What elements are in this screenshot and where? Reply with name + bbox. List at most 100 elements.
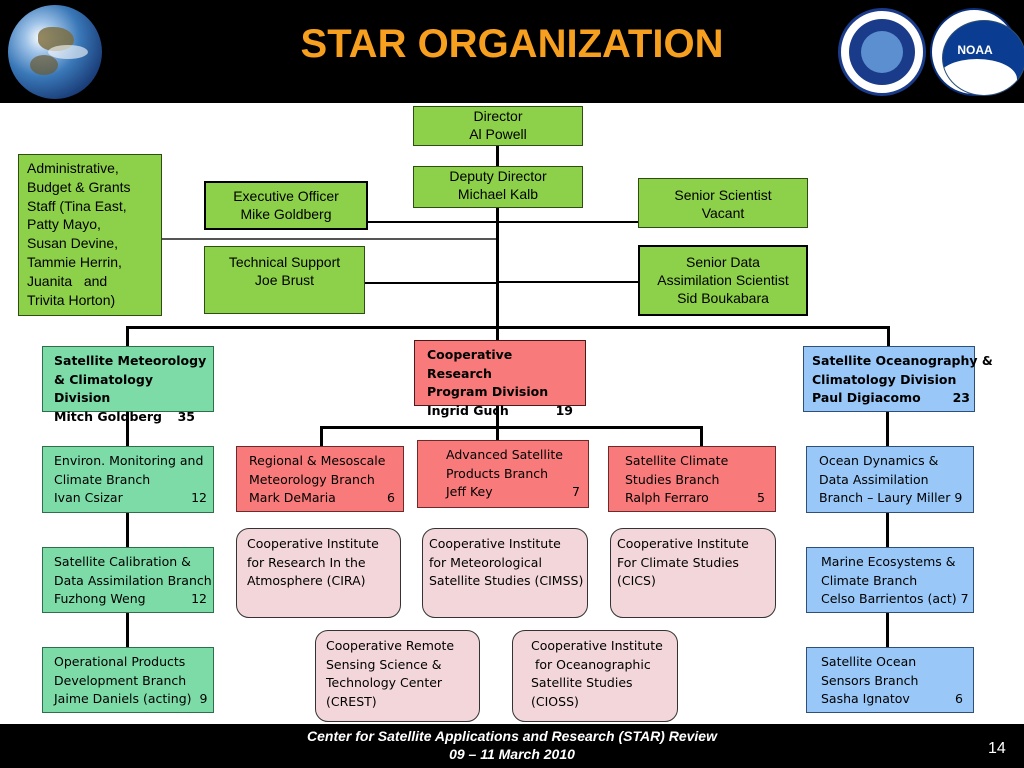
- sosb-branch-box: Satellite Ocean Sensors Branch Sasha Ign…: [806, 647, 974, 713]
- scdab-line2: Data Assimilation Branch: [54, 572, 212, 588]
- socd-count: 23: [952, 390, 970, 405]
- cics-line1: Cooperative Institute: [617, 536, 749, 551]
- earth-cloud: [48, 45, 88, 59]
- executive-officer-box: Executive Officer Mike Goldberg: [204, 181, 368, 230]
- rmmb-line1: Regional & Mesoscale: [249, 453, 386, 468]
- cics-institute-box: Cooperative Institute For Climate Studie…: [610, 528, 776, 618]
- connector-socd-drop: [887, 326, 890, 348]
- crpd-count: 19: [555, 402, 573, 418]
- sosb-line2: Sensors Branch: [821, 672, 919, 688]
- smcd-count: 35: [177, 408, 195, 424]
- aspb-count: 7: [572, 484, 580, 499]
- mecb-branch-box: Marine Ecosystems & Climate Branch Celso…: [806, 547, 974, 613]
- socd-line2: Climatology Division: [812, 371, 957, 387]
- connector-scsb-drop: [700, 426, 703, 448]
- socd-lead: Paul Digiacomo: [812, 390, 921, 405]
- scsb-line1: Satellite Climate: [625, 453, 729, 468]
- scsb-lead: Ralph Ferraro: [625, 490, 709, 505]
- cics-line2: For Climate Studies: [617, 554, 739, 570]
- rmmb-branch-box: Regional & Mesoscale Meteorology Branch …: [236, 446, 404, 512]
- scdab-count: 12: [191, 591, 207, 606]
- crest-line3: Technology Center: [326, 675, 443, 690]
- noaa-logo: NOAA: [930, 8, 1024, 96]
- cira-line1: Cooperative Institute: [247, 536, 379, 551]
- exec-title: Executive Officer: [233, 188, 339, 204]
- crest-line4: (CREST): [326, 693, 377, 709]
- scsb-branch-box: Satellite Climate Studies Branch Ralph F…: [608, 446, 776, 512]
- tech-title: Technical Support: [228, 254, 341, 270]
- socd-division-box: Satellite Oceanography & Climatology Div…: [803, 346, 993, 412]
- odb-branch-box: Ocean Dynamics & Data Assimilation Branc…: [806, 446, 974, 513]
- mecb-line2: Climate Branch: [821, 572, 918, 588]
- cimss-institute-box: Cooperative Institute for Meteorological…: [422, 528, 588, 618]
- cira-line3: Atmosphere (CIRA): [247, 573, 366, 588]
- scsb-line2: Studies Branch: [625, 471, 720, 487]
- rmmb-line2: Meteorology Branch: [249, 471, 375, 487]
- crpd-lead: Ingrid Guch: [427, 402, 509, 418]
- crpd-line1: Cooperative Research: [427, 347, 513, 381]
- crest-line2: Sensing Science &: [326, 656, 442, 672]
- connector-aspb-drop: [496, 426, 499, 442]
- cimss-line2: for Meteorological: [429, 554, 542, 570]
- sosb-line1: Satellite Ocean: [821, 654, 917, 669]
- sosb-count: 6: [955, 691, 963, 706]
- cics-line3: (CICS): [617, 573, 656, 588]
- odb-line3: Branch – Laury Miller 9: [819, 490, 963, 505]
- scdab-lead: Fuzhong Weng: [54, 591, 146, 606]
- admin-line: Staff (Tina East,: [27, 197, 127, 214]
- socd-lead-row: Paul Digiacomo 23: [812, 389, 974, 408]
- admin-staff-box: Administrative, Budget & Grants Staff (T…: [18, 154, 162, 316]
- connector-socd-branches-2: [886, 513, 889, 547]
- admin-line: Trivita Horton): [27, 291, 116, 308]
- deputy-name: Michael Kalb: [457, 186, 539, 202]
- header-bar: STAR ORGANIZATION NOAA: [0, 0, 1024, 103]
- cioss-line4: (CIOSS): [531, 693, 579, 709]
- tech-name: Joe Brust: [254, 272, 315, 288]
- admin-line: Susan Devine,: [27, 235, 119, 252]
- senior-data-assimilation-box: Senior Data Assimilation Scientist Sid B…: [638, 245, 808, 316]
- senior-sci-name: Vacant: [701, 205, 745, 221]
- senior-data-line1: Senior Data: [686, 254, 760, 270]
- admin-line: Juanita and: [27, 272, 108, 289]
- scdab-line1: Satellite Calibration &: [54, 554, 191, 569]
- senior-data-line2: Assimilation Scientist: [657, 272, 789, 288]
- crpd-lead-row: Ingrid Guch 19: [427, 402, 577, 421]
- emb-line2: Climate Branch: [54, 471, 151, 487]
- crpd-line2: Program Division: [427, 384, 549, 399]
- connector-senior-data: [498, 281, 638, 283]
- noaa-logo-text: NOAA: [957, 43, 993, 57]
- connector-main-vertical: [496, 146, 499, 428]
- cioss-line2: for Oceanographic: [531, 656, 651, 672]
- scdab-branch-box: Satellite Calibration & Data Assimilatio…: [42, 547, 214, 613]
- rmmb-lead: Mark DeMaria: [249, 490, 336, 505]
- connector-smcd-drop: [126, 326, 129, 348]
- cioss-line3: Satellite Studies: [531, 675, 633, 690]
- senior-sci-title: Senior Scientist: [674, 187, 772, 203]
- crest-line1: Cooperative Remote: [326, 638, 455, 653]
- smcd-line2: & Climatology Division: [54, 371, 153, 406]
- aspb-branch-box: Advanced Satellite Products Branch Jeff …: [417, 440, 589, 508]
- connector-division-bar: [126, 326, 890, 329]
- scdab-lead-row: Fuzhong Weng 12: [54, 590, 211, 609]
- smcd-division-box: Satellite Meteorology & Climatology Divi…: [42, 346, 214, 424]
- page-title: STAR ORGANIZATION: [300, 22, 724, 66]
- opdb-line2: Development Branch: [54, 672, 187, 688]
- footer-line1: Center for Satellite Applications and Re…: [307, 728, 717, 744]
- cimss-line1: Cooperative Institute: [429, 536, 561, 551]
- connector-tech: [365, 282, 498, 284]
- cira-line2: for Research In the: [247, 554, 366, 570]
- deputy-title: Deputy Director: [449, 168, 547, 184]
- director-title: Director: [473, 108, 523, 124]
- emb-count: 12: [191, 490, 207, 505]
- director-name: Al Powell: [469, 126, 527, 142]
- odb-line1: Ocean Dynamics &: [819, 453, 939, 468]
- footer-line2: 09 – 11 March 2010: [449, 746, 575, 762]
- connector-admin: [162, 238, 496, 240]
- admin-line: Administrative,: [27, 160, 119, 176]
- opdb-lead: Jaime Daniels (acting): [54, 691, 192, 706]
- cira-institute-box: Cooperative Institute for Research In th…: [236, 528, 401, 618]
- senior-scientist-box: Senior Scientist Vacant: [638, 178, 808, 228]
